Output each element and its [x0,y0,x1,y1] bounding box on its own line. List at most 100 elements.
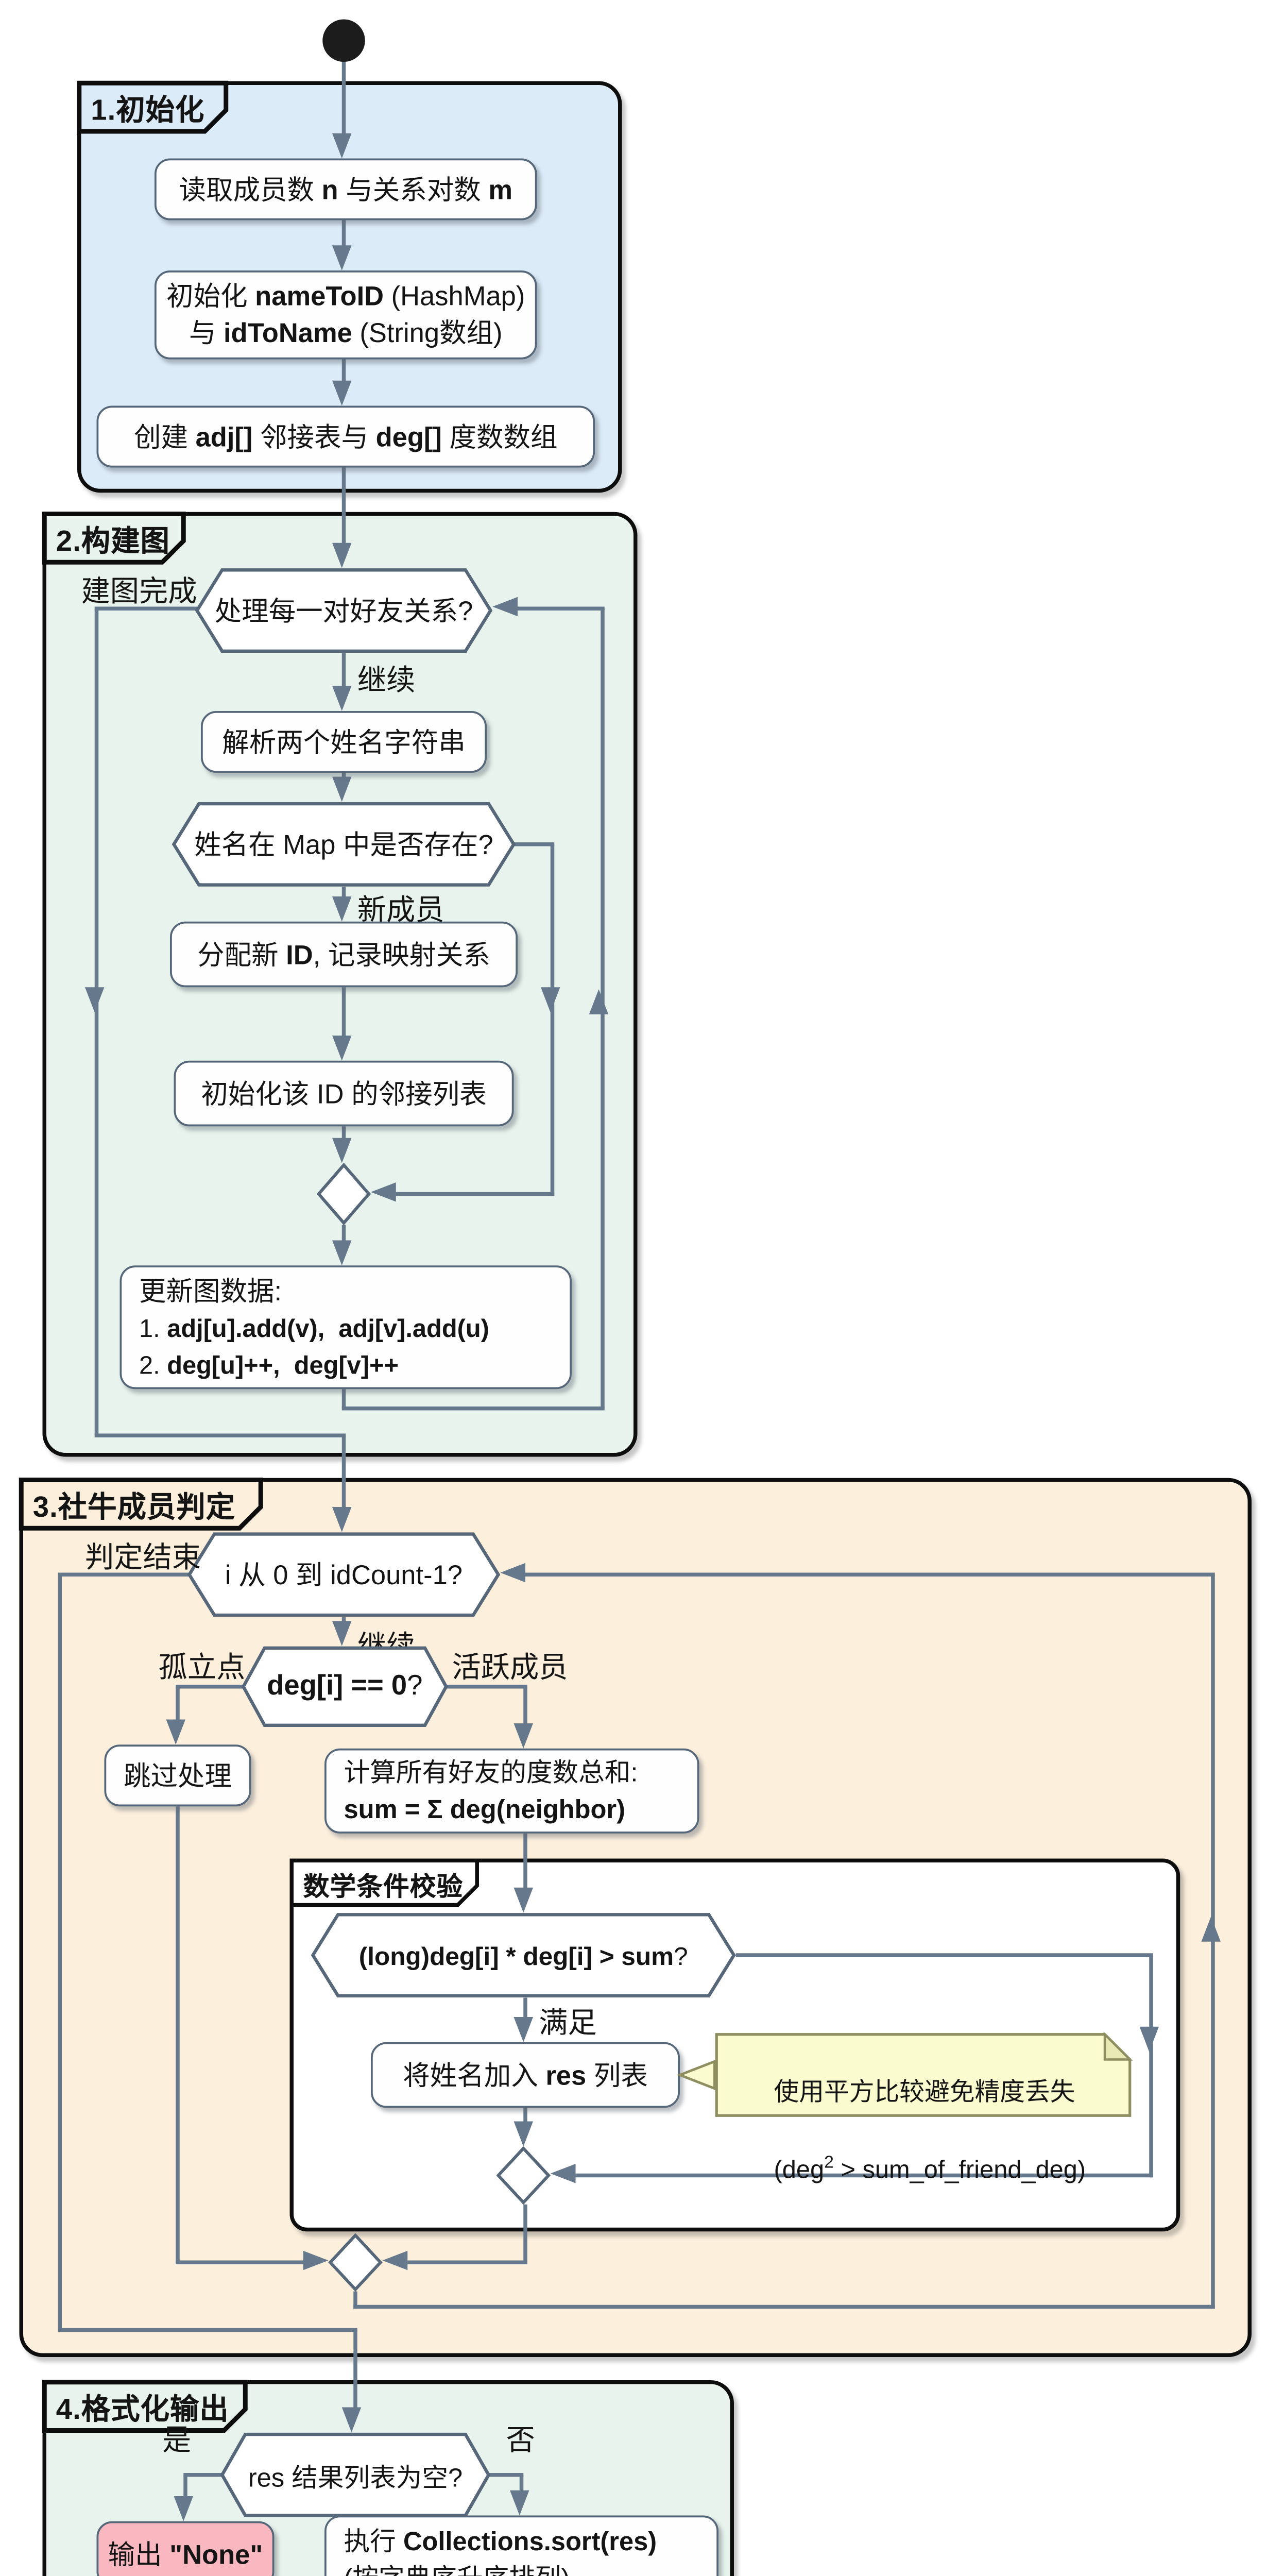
activity-text: 跳过处理 [124,1759,232,1790]
decision-res-empty: res 结果列表为空? [220,2432,491,2517]
flow-line [513,842,555,846]
txt: adj[u].add(v), adj[v].add(u) [167,1313,489,1342]
arrowhead [550,2164,576,2183]
arrowhead [332,1138,352,1163]
math-check-title: 数学条件校验 [303,1872,464,1901]
txt: 读取成员数 [179,173,322,204]
txt: m [488,173,513,204]
flow-line [519,2475,524,2493]
flow-line [341,887,346,901]
flow-line [341,1126,346,1142]
txt: 使用平方比较避免精度丢失 [774,2077,1075,2106]
tab-shape [42,512,186,565]
txt: "None" [169,2537,263,2569]
arrowhead [1139,2026,1159,2052]
txt: 创建 [133,420,196,451]
txt: res [545,2058,587,2090]
arrowhead [332,543,352,568]
activity-text: 读取成员数 n 与关系对数 m [179,171,512,208]
txt: 2. [139,1349,167,1379]
arrowhead [1201,1917,1221,1942]
flow-line [523,1997,527,2019]
hexagon-shape [311,1913,736,1997]
txt: , 记录映射关系 [313,938,490,969]
activity-text: 计算所有好友的度数总和: [344,1758,638,1787]
merge-diamond [316,1162,371,1235]
decision-text: deg[i] == 0? [242,1646,448,1727]
flow-line [396,1192,555,1196]
tab-shape [77,80,229,134]
flow-line [183,2473,222,2477]
activity-text: 输出 "None" [108,2536,263,2572]
activity-text: 将姓名加入 res 列表 [403,2057,648,2093]
section-1-title: 1.初始化 [91,94,205,128]
branch-label-continue: 继续 [357,665,416,698]
activity-calc-sum: 计算所有好友的度数总和: sum = Σ deg(neighbor) [324,1748,699,1834]
activity-text: 更新图数据: [139,1274,282,1306]
txt: 1. [139,1313,167,1342]
activity-text: sum = Σ deg(neighbor) [344,1794,626,1824]
branch-label-active: 活跃成员 [452,1652,568,1685]
arrowhead [332,776,352,802]
txt: deg[] [375,420,442,451]
decision-text: (long)deg[i] * deg[i] > sum? [311,1913,736,1998]
arrowhead [589,989,609,1014]
section-1-tab: 1.初始化 [77,80,229,134]
txt: ? [674,1940,688,1970]
activity-assign-id: 分配新 ID, 记录映射关系 [170,921,518,988]
section-3-title: 3.社牛成员判定 [32,1492,236,1524]
txt: 与 [189,317,224,348]
arrowhead [332,1507,352,1532]
flow-line [523,2108,527,2124]
section-4-title: 4.格式化输出 [56,2394,229,2427]
txt: 度数数组 [441,420,558,451]
arrowhead [492,597,518,617]
flow-line [341,987,346,1040]
flow-line [523,1686,527,1725]
flow-line [1149,1955,1153,2178]
math-check-tab: 数学条件校验 [289,1858,479,1907]
txt: 列表 [586,2058,648,2090]
flow-line [735,1953,1153,1957]
activity-init-adjlist: 初始化该 ID 的邻接列表 [174,1060,514,1127]
txt: ? [407,1671,423,1702]
txt: 执行 [344,2527,403,2556]
tab-shape [289,1858,479,1907]
hexagon-shape [172,802,516,887]
activity-text: 2. deg[u]++, deg[v]++ [139,1346,399,1382]
flow-line [58,1574,62,2332]
arrowhead [332,686,352,711]
diamond-shape [328,2233,383,2292]
note-pointer [676,2059,716,2091]
decision-each-pair: 处理每一对好友关系? [195,568,493,653]
flow-line [176,1686,180,1723]
tab-shape [42,2380,248,2433]
arrowhead [341,2407,362,2433]
activity-text: 执行 Collections.sort(res) [344,2523,657,2560]
section-2-title: 2.构建图 [56,526,170,558]
activity-text: (按字典序升序排列) [344,2560,570,2576]
flow-line [353,2304,1215,2309]
txt: 初始化 [166,280,255,311]
decision-square-compare: (long)deg[i] * deg[i] > sum? [311,1913,736,1998]
activity-add-to-res: 将姓名加入 res 列表 [371,2042,680,2108]
txt: Collections.sort(res) [403,2527,657,2556]
flow-line [407,2260,527,2264]
flow-line [58,2328,357,2332]
decision-text: 姓名在 Map 中是否存在? [194,828,493,860]
hexagon-shape [241,1646,448,1727]
activity-create-arrays: 创建 adj[] 邻接表与 deg[] 度数数组 [96,405,595,468]
flow-line [94,1433,346,1437]
arrowhead [513,2017,533,2042]
txt: (long)deg[i] * deg[i] > sum [358,1940,674,1970]
arrowhead [332,380,352,406]
decision-for-loop: i 从 0 到 idCount-1? [187,1532,501,1617]
activity-text: 创建 adj[] 邻接表与 deg[] 度数数组 [134,418,558,455]
arrowhead [510,2490,529,2516]
arrowhead [382,2250,408,2270]
txt: idToName [223,317,352,348]
flow-line [58,1572,190,1577]
txt: 输出 [108,2537,170,2569]
arrowhead [332,133,352,159]
